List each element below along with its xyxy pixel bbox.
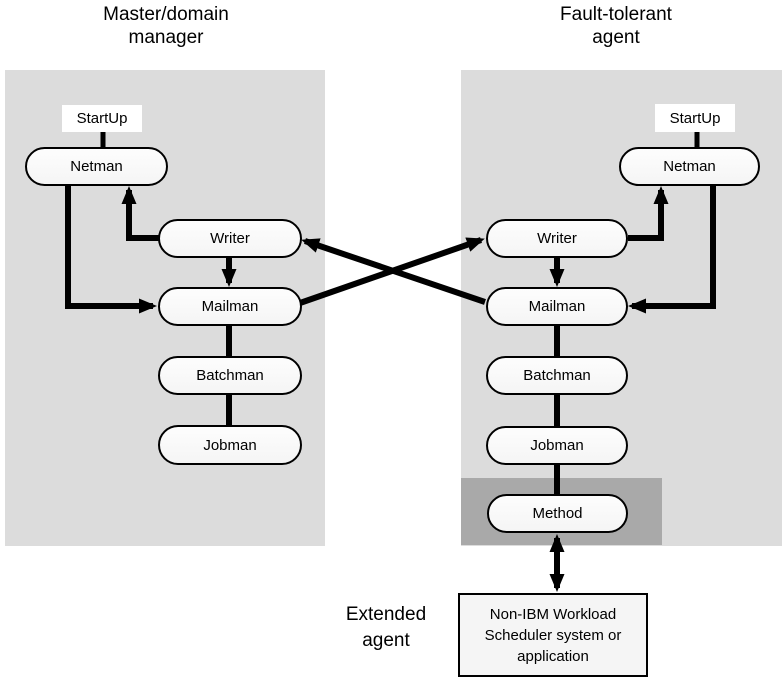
external-system-box: Non-IBM Workload Scheduler system or app… (458, 593, 648, 677)
node-netman-fta: Netman (619, 147, 760, 186)
node-method-fta: Method (487, 494, 628, 533)
node-writer-fta: Writer (486, 219, 628, 258)
arrow-mailman-right-to-writer-left (301, 238, 486, 305)
node-batchman-fta: Batchman (486, 356, 628, 395)
node-writer-master: Writer (158, 219, 302, 258)
node-mailman-master: Mailman (158, 287, 302, 326)
node-netman-master: Netman (25, 147, 168, 186)
master-panel-title: Master/domain manager (103, 4, 229, 48)
node-jobman-master: Jobman (158, 425, 302, 465)
node-jobman-fta: Jobman (486, 426, 628, 465)
node-mailman-fta: Mailman (486, 287, 628, 326)
fta-panel-title: Fault-tolerant agent (560, 4, 672, 48)
node-startup-fta: StartUp (655, 104, 735, 132)
arrow-mailman-left-to-writer-right (299, 237, 485, 306)
node-batchman-master: Batchman (158, 356, 302, 395)
node-startup-master: StartUp (62, 105, 142, 132)
extended-agent-label: Extended agent (345, 604, 427, 651)
